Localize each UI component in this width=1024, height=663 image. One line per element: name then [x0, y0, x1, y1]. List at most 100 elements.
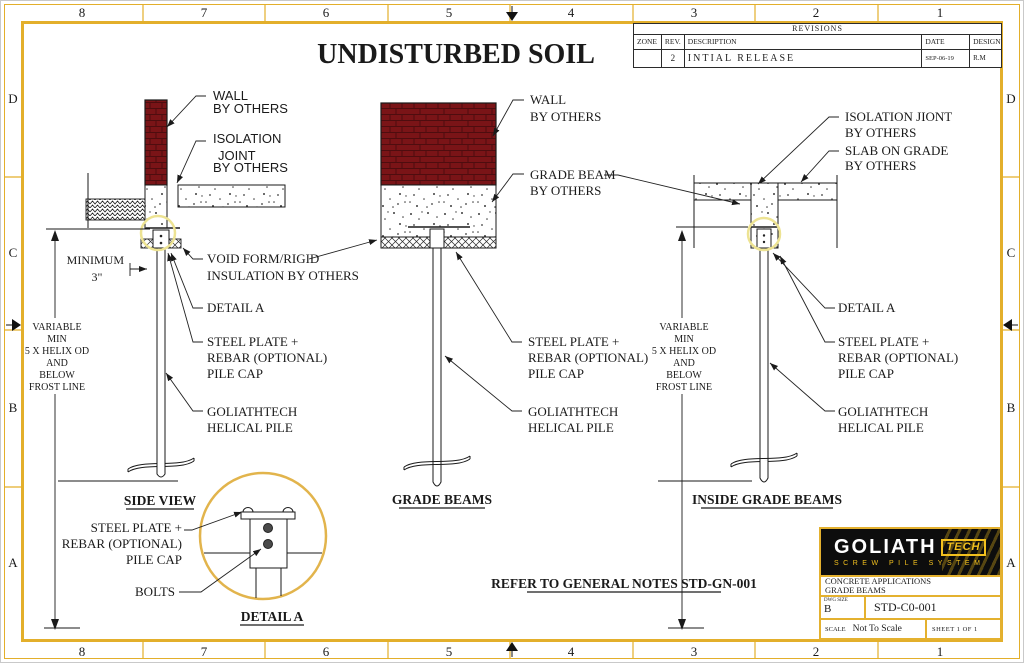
title-underlines [126, 507, 833, 626]
label-detail-steelplate: PILE CAP [126, 552, 182, 567]
revision-description: INTIAL RELEASE [685, 50, 923, 67]
arrow-bottom-icon [506, 642, 518, 657]
label-side-wall: WALL [213, 88, 248, 103]
scale-cell: SCALE Not To Scale [821, 620, 927, 638]
label-grade-wall: WALL [530, 92, 566, 107]
view-title-grade: GRADE BEAMS [392, 492, 492, 507]
revisions-col-design: DESIGN [973, 37, 1001, 46]
revision-number: 2 [662, 50, 685, 67]
view-title-detail: DETAIL A [241, 609, 304, 624]
label-inside-slab: SLAB ON GRADE [845, 143, 948, 158]
label-inside-isolation: ISOLATION JIONT [845, 109, 952, 124]
leader-side-detail [170, 252, 203, 309]
zone-label: D [8, 91, 17, 106]
label-grade-pile: HELICAL PILE [528, 420, 614, 435]
sheet-number: SHEET 1 OF 1 [932, 625, 978, 633]
label-grade-steelplate: STEEL PLATE + [528, 334, 619, 349]
title-block-project: CONCRETE APPLICATIONS GRADE BEAMS [821, 575, 1000, 595]
label-side-isolation: BY OTHERS [213, 160, 288, 175]
label-grade-beam: GRADE BEAM [530, 167, 616, 182]
revisions-col-rev: REV. [662, 35, 685, 49]
leader-lines [165, 95, 839, 593]
zone-label: 1 [937, 644, 944, 659]
dwg-size-cell: DWG SIZE B [821, 597, 866, 618]
zone-label: 5 [446, 5, 453, 20]
zone-label: D [1006, 91, 1015, 106]
label-grade-pile: GOLIATHTECH [528, 404, 618, 419]
frame-zone-labels: 8 7 6 5 4 3 2 1 8 7 6 5 4 3 2 1 D C B A … [8, 5, 1016, 659]
zone-label: 4 [568, 5, 575, 20]
logo-goliath-text: GOLIATH [834, 536, 937, 558]
page-title: UNDISTURBED SOIL [317, 39, 595, 70]
label-inside-depth: 5 X HELIX OD [652, 346, 716, 357]
leader-side-steelplate [167, 252, 203, 343]
label-detail-steelplate: STEEL PLATE + [91, 520, 182, 535]
leader-grade-beam [491, 173, 524, 203]
revisions-header-row: ZONE REV. DESCRIPTION DATE DESIGN [634, 35, 1001, 50]
label-side-depth: FROST LINE [29, 382, 85, 393]
detail-bolt [263, 523, 273, 533]
label-side-minimum: 3" [92, 270, 103, 284]
side-void-form-left [140, 238, 154, 249]
scale-value: Not To Scale [852, 624, 902, 634]
detail-rebar-hook [242, 507, 254, 513]
side-concrete-stem [144, 184, 168, 229]
zone-label: 8 [79, 5, 86, 20]
label-side-steelplate: STEEL PLATE + [207, 334, 298, 349]
grade-brick-wall [380, 102, 497, 186]
zone-label: 6 [323, 644, 330, 659]
inside-bolt [762, 234, 766, 237]
leader-grade-pile [444, 355, 522, 412]
inside-view [693, 175, 838, 483]
label-side-depth: MIN [47, 334, 66, 345]
revisions-col-date: DATE [922, 35, 971, 49]
label-inside-pile: HELICAL PILE [838, 420, 924, 435]
dwg-size-label: DWG SIZE [824, 598, 848, 603]
arrow-left-icon [6, 319, 21, 331]
revisions-col-description: DESCRIPTION [685, 35, 923, 49]
label-side-voidform: VOID FORM/RIGID [207, 251, 319, 266]
arrow-right-icon [1003, 319, 1018, 331]
inside-detail-highlight [746, 216, 782, 252]
view-title-side: SIDE VIEW [124, 493, 197, 508]
label-side-isolation: ISOLATION [213, 131, 281, 146]
frame-outer-hairline [4, 4, 1020, 659]
project-line-1: CONCRETE APPLICATIONS [825, 576, 932, 586]
label-side-pile: HELICAL PILE [207, 420, 293, 435]
zone-label: 7 [201, 5, 208, 20]
leader-detail-bolts [179, 548, 262, 593]
zone-label: 4 [568, 644, 575, 659]
revision-date: SEP-06-19 [922, 50, 971, 67]
zone-label: B [1007, 400, 1016, 415]
side-ground-hatch [85, 198, 146, 221]
general-notes: REFER TO GENERAL NOTES STD-GN-001 [491, 576, 757, 591]
label-inside-slab: BY OTHERS [845, 158, 916, 173]
detail-bolt [263, 539, 273, 549]
inside-pile-cap [756, 228, 772, 249]
detail-view [198, 471, 328, 601]
side-view [85, 99, 286, 478]
label-side-wall: BY OTHERS [213, 101, 288, 116]
label-side-depth: VARIABLE [32, 322, 81, 333]
label-inside-depth: MIN [674, 334, 693, 345]
label-grade-steelplate: PILE CAP [528, 366, 584, 381]
grade-pile-tip [432, 465, 442, 487]
inside-pile-tip [759, 461, 769, 483]
logo-tech-badge: TECH [940, 538, 987, 556]
label-side-depth: BELOW [39, 370, 75, 381]
zone-label: 5 [446, 644, 453, 659]
revision-design: R.M [973, 54, 986, 62]
leader-inside-detail [772, 252, 835, 309]
side-detail-highlight [139, 214, 177, 252]
zone-label: 6 [323, 5, 330, 20]
label-detail-bolts: BOLTS [135, 584, 175, 599]
frame-center-arrows [6, 6, 1018, 657]
dwg-size-value: B [824, 603, 832, 615]
zone-label: A [1006, 555, 1016, 570]
grade-view [380, 102, 497, 487]
view-title-inside: INSIDE GRADE BEAMS [692, 492, 842, 507]
logo-stripes-decoration [942, 529, 1000, 575]
zone-label: 3 [691, 5, 698, 20]
revisions-title: REVISIONS [634, 24, 1001, 35]
zone-label: 8 [79, 644, 86, 659]
